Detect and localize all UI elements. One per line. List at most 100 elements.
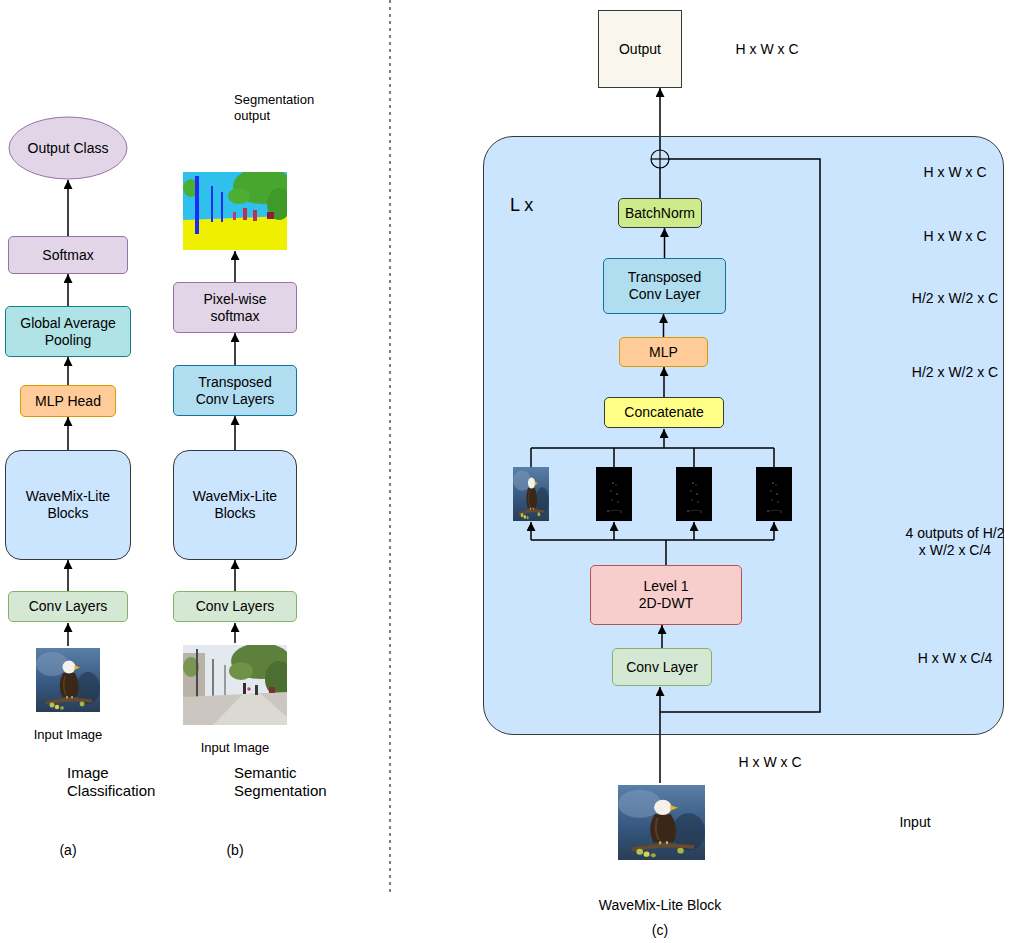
detail-band: [676, 467, 712, 521]
batchnorm-box: BatchNorm: [618, 198, 702, 228]
dimension-label: H/2 x W/2 x C: [912, 364, 998, 381]
illustration-part: [651, 150, 669, 168]
illustration-part: [693, 448, 695, 467]
node-label: Transposed Conv Layer: [620, 269, 710, 303]
arrow-connector: [67, 357, 69, 385]
illustration-part: [530, 522, 532, 540]
repeat-block: L x BatchNormTransposed Conv LayerMLP Conc…: [483, 136, 1004, 735]
block-box: WaveMix-Lite Blocks: [173, 450, 297, 560]
arrow-connector: [234, 416, 236, 450]
detail-band: [756, 467, 792, 521]
dimension-label: H x W x C: [924, 164, 987, 181]
dimension-label: H x W x C: [739, 754, 802, 771]
conv-box: Conv Layer: [612, 648, 712, 686]
concat-merge: [531, 429, 774, 467]
segmentation-map: [183, 168, 293, 250]
input-photo: [183, 643, 293, 725]
transposed-conv-box: Transposed Conv Layer: [603, 258, 726, 314]
arrow-connector: [664, 228, 666, 258]
node-label: Conv Layers: [29, 598, 108, 615]
illustration-part: [693, 522, 695, 540]
image-caption: Input: [899, 814, 930, 831]
image-caption: Input Image: [34, 727, 103, 743]
block-fill: [484, 137, 1004, 735]
arrow-connector: [661, 625, 663, 648]
illustration-part: [531, 539, 774, 541]
node-label: MLP: [649, 344, 678, 361]
illustration-part: [773, 522, 775, 540]
arrow-connector: [67, 560, 69, 591]
dimension-label: H x W x C/4: [918, 650, 993, 667]
mlp-box: MLP Head: [20, 385, 116, 417]
node-label: Conv Layers: [196, 598, 275, 615]
panel-caption: Image Classification: [67, 764, 69, 800]
illustration-part: [613, 448, 615, 467]
node-label: Global Average Pooling: [12, 315, 124, 349]
output-arrow: [234, 251, 236, 282]
input-arrow: [659, 687, 661, 783]
arrow-connector: [659, 88, 661, 198]
block-box: WaveMix-Lite Blocks: [5, 450, 131, 560]
image-caption: Segmentation output: [234, 92, 236, 123]
conv-box: Conv Layers: [173, 591, 297, 622]
node-label: BatchNorm: [625, 205, 695, 222]
pooling-box: Global Average Pooling: [5, 306, 131, 357]
arrow-connector: [234, 333, 236, 365]
output-ellipse: Output Class: [8, 116, 128, 180]
panel-divider: [390, 0, 391, 892]
node-label: Concatenate: [624, 404, 703, 421]
softmax-box: Pixel-wise softmax: [173, 282, 297, 333]
illustration-part: [531, 447, 774, 449]
block-repeat-label: L x: [510, 195, 533, 217]
illustration-part: [613, 522, 615, 540]
arrow-connector: [663, 314, 665, 337]
mlp-box: MLP: [619, 337, 708, 367]
arrow-connector: [67, 417, 69, 450]
illustration-part: [665, 540, 667, 565]
illustration-part: [530, 448, 532, 467]
node-label: WaveMix-Lite Blocks: [188, 488, 283, 522]
dimension-label: H x W x C: [924, 228, 987, 245]
input-photo: [618, 785, 705, 860]
panel-caption: WaveMix-Lite Block: [599, 897, 721, 914]
node-label: Output Class: [28, 140, 109, 157]
dimension-label: H x W x C: [736, 41, 799, 58]
node-label: Pixel-wise softmax: [193, 291, 278, 325]
node-label: MLP Head: [35, 393, 101, 410]
softmax-box: Softmax: [8, 236, 128, 274]
dwt-fork: [531, 522, 774, 565]
illustration-part: [659, 150, 660, 168]
approximation-band: [513, 467, 549, 521]
panel-letter: (c): [652, 922, 668, 939]
node-label: Softmax: [42, 247, 93, 264]
sum-symbol: [651, 150, 669, 168]
input-photo: [36, 648, 100, 712]
arrow-connector: [67, 274, 69, 306]
transposed-conv-box: Transposed Conv Layers: [173, 365, 297, 416]
node-label: Level 1 2D-DWT: [634, 578, 698, 612]
illustration-part: [663, 429, 665, 448]
arrow-connector: [67, 180, 69, 236]
panel-letter: (a): [59, 842, 76, 859]
panel-caption: Semantic Segmentation: [234, 764, 236, 800]
illustration-part: [773, 448, 775, 467]
detail-band: [596, 467, 632, 521]
arrow-connector: [234, 560, 236, 591]
panel-letter: (b): [226, 842, 243, 859]
conv-box: Conv Layers: [8, 591, 128, 622]
dwt-box: Level 1 2D-DWT: [590, 565, 742, 625]
image-caption: Input Image: [201, 740, 270, 756]
dimension-label: 4 outputs of H/2 x W/2 x C/4: [905, 525, 1005, 559]
skip-connection: [660, 159, 820, 712]
dimension-label: H/2 x W/2 x C: [912, 290, 998, 307]
arrow-connector: [663, 367, 665, 397]
node-label: Transposed Conv Layers: [190, 374, 280, 408]
node-label: Output: [619, 41, 661, 58]
input-arrow: [234, 623, 236, 643]
node-label: Conv Layer: [626, 659, 698, 676]
input-arrow: [67, 623, 69, 646]
node-label: WaveMix-Lite Blocks: [21, 488, 116, 522]
output-box: Output: [598, 10, 682, 88]
